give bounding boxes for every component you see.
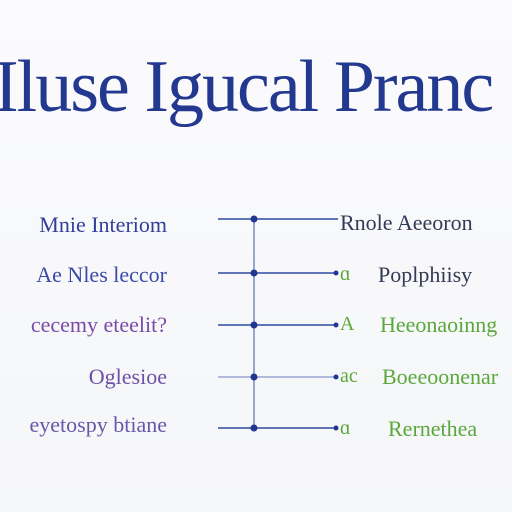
left-label-3: cecemy eteelit? <box>30 312 167 337</box>
left-label-1: Mnie Interiom <box>39 212 167 237</box>
marker-4: ac <box>340 365 358 387</box>
right-label-3: Heeonaoinng <box>380 312 498 337</box>
left-label-2: Ae Nles leccor <box>36 262 167 287</box>
right-label-4: Boeeoonenar <box>382 364 499 389</box>
left-label-5: eyetospy btiane <box>29 412 167 437</box>
left-label-4: Oglesioe <box>88 364 167 389</box>
junction-node-2 <box>250 269 258 277</box>
junction-node-5 <box>250 424 258 432</box>
right-label-5: Rernethea <box>388 416 478 441</box>
junction-node-1 <box>250 215 258 223</box>
junction-node-3 <box>250 321 258 329</box>
junction-node-4 <box>250 373 258 381</box>
marker-2: ɑ <box>340 263 351 285</box>
right-label-2: Poplphiisy <box>378 262 473 287</box>
end-node-3 <box>333 322 339 328</box>
end-node-4 <box>333 374 339 380</box>
end-node-2 <box>333 270 339 276</box>
marker-5: ɑ <box>340 417 351 439</box>
marker-3: A <box>340 313 355 335</box>
right-label-1: Rnole Aeeoron <box>340 210 473 235</box>
end-node-5 <box>333 425 339 431</box>
diagram-title: Iluse Igucal Pranc <box>0 46 494 128</box>
